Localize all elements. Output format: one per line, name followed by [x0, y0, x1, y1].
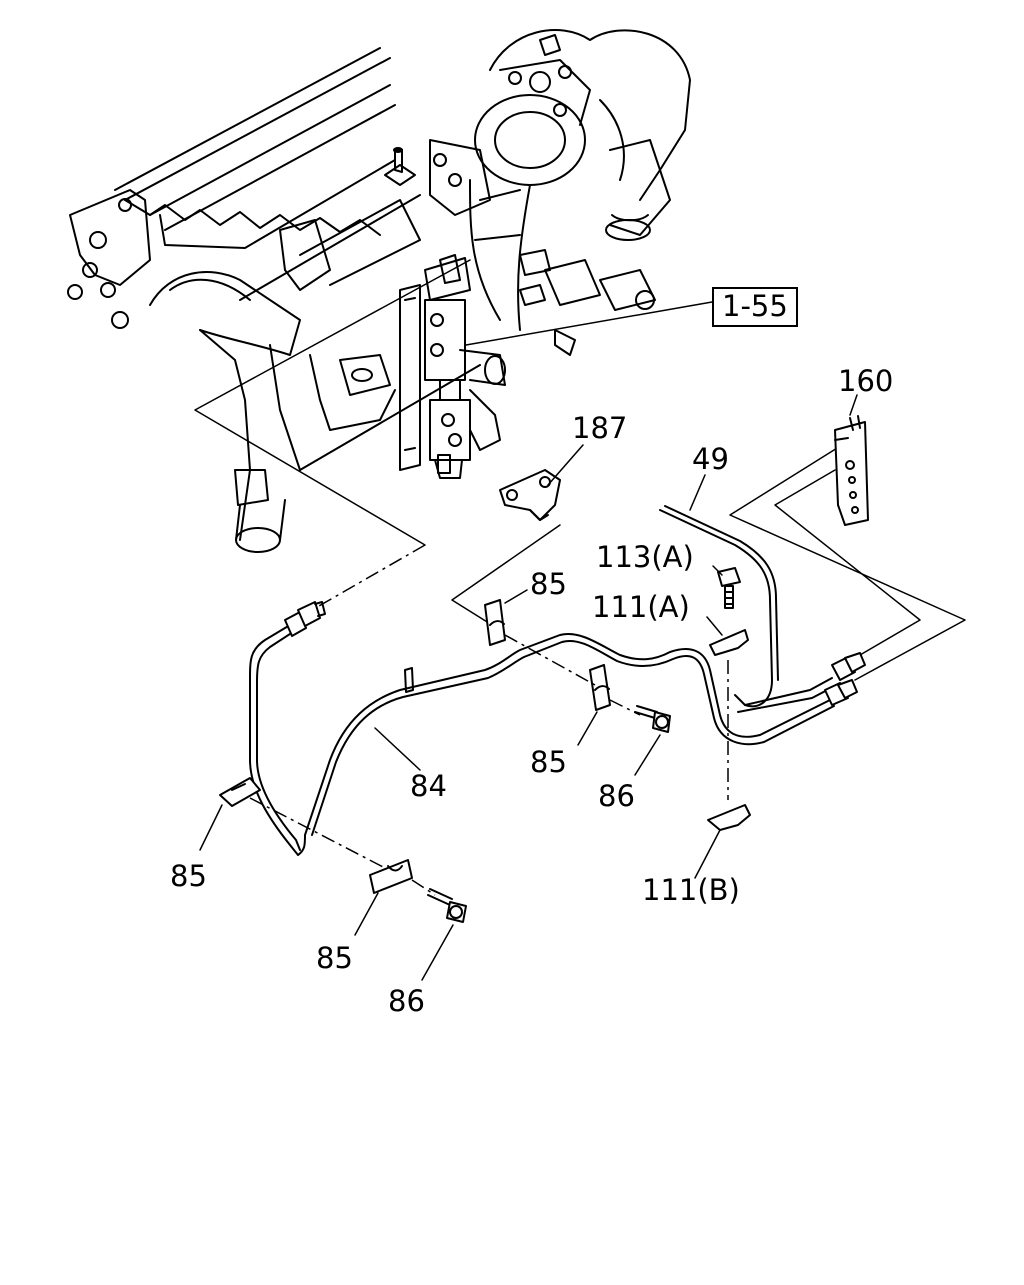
leader-160: [849, 394, 858, 416]
callout-187: 187: [572, 411, 628, 445]
callout-111a: 111(A): [592, 590, 690, 624]
axis-85-lower: [249, 797, 386, 869]
leader-111b: [694, 829, 721, 879]
callout-113a: 113(A): [596, 540, 694, 574]
callout-85-b: 85: [530, 745, 567, 779]
leader-1-55: [465, 301, 713, 346]
bracket-187: [499, 469, 561, 521]
leader-84: [374, 727, 421, 771]
bolt-86-lower: [427, 888, 467, 923]
callout-86-a: 86: [598, 779, 635, 813]
leader-85-b: [577, 711, 598, 746]
bolt-86-upper: [634, 705, 671, 733]
callout-85-c: 85: [170, 859, 207, 893]
callout-85-a: 85: [530, 567, 567, 601]
leader-85-a: [504, 589, 528, 604]
leader-86-a: [634, 734, 661, 776]
leader-85-c: [199, 804, 223, 851]
leader-49: [689, 474, 706, 511]
actuator-assembly: [399, 254, 506, 479]
axis-85-upper: [504, 634, 596, 686]
engine-block: [67, 47, 481, 553]
callout-86-b: 86: [388, 984, 425, 1018]
clip-111a: [709, 629, 749, 656]
phantom-outlines: [194, 259, 966, 681]
axis-86-b: [411, 879, 436, 896]
callout-84: 84: [410, 769, 447, 803]
callout-160: 160: [838, 364, 894, 398]
leader-86-b: [421, 924, 454, 981]
clamp-85-upper: [484, 599, 611, 711]
callout-85-d: 85: [316, 941, 353, 975]
callout-111b: 111(B): [642, 873, 740, 907]
pipe-fittings: [284, 601, 866, 706]
callout-49: 49: [692, 442, 729, 476]
bracket-160: [834, 415, 869, 526]
leader-187: [547, 444, 584, 486]
pipe-84: [249, 624, 835, 856]
turbocharger: [384, 29, 691, 356]
leader-111a: [706, 616, 723, 636]
leader-113a: [712, 565, 723, 576]
bolt-113a: [717, 567, 741, 609]
pipe-49: [659, 505, 836, 713]
clip-111b: [707, 804, 751, 831]
callout-1-55: 1-55: [712, 287, 798, 327]
clamp-85-lower: [219, 777, 413, 894]
leader-85-d: [354, 892, 379, 936]
